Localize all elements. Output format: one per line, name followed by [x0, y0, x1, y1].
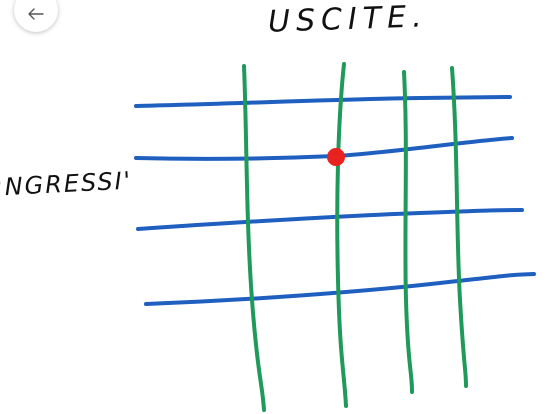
intersection-dot	[327, 148, 345, 166]
output-line-3	[402, 70, 414, 394]
input-line-3	[136, 208, 524, 231]
output-line-1	[242, 64, 266, 412]
output-line-2	[335, 62, 348, 408]
output-line-4	[450, 66, 468, 388]
input-line-1	[134, 95, 512, 108]
arrow-left-icon	[28, 8, 44, 20]
